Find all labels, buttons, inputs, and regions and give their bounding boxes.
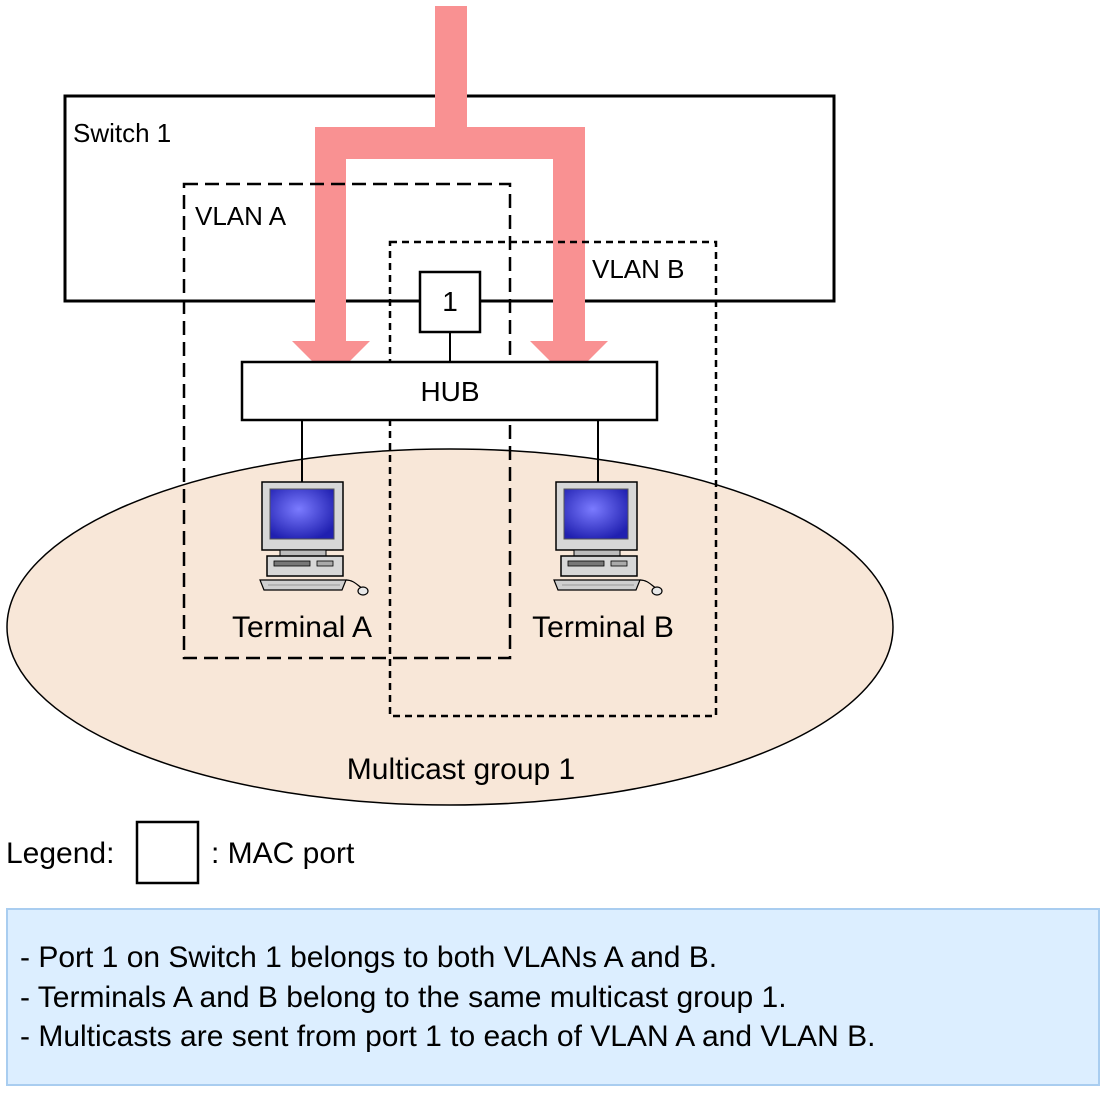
terminal-a-label: Terminal A [232, 611, 372, 644]
terminal-a-computer-icon [259, 481, 369, 596]
multicast-group-area [6, 448, 894, 806]
terminal-b-label: Terminal B [532, 611, 674, 644]
switch-label: Switch 1 [73, 118, 171, 148]
terminal-b-computer-icon [553, 481, 663, 596]
multicast-flow-arrow [292, 6, 608, 380]
multicast-group-label: Multicast group 1 [347, 753, 575, 786]
notes-panel: - Port 1 on Switch 1 belongs to both VLA… [6, 908, 1100, 1086]
vlan-b-label: VLAN B [592, 254, 685, 284]
vlan-a-label: VLAN A [195, 201, 287, 231]
vlan-b-box [388, 240, 718, 718]
note-line: - Multicasts are sent from port 1 to eac… [20, 1020, 876, 1053]
vlan-multicast-diagram: Switch 1 VLAN A VLAN B 1 HUB Terminal A [6, 6, 894, 885]
hub-label: HUB [420, 376, 479, 407]
mac-port-1 [418, 270, 482, 334]
port-label: 1 [442, 286, 458, 317]
note-line: - Terminals A and B belong to the same m… [20, 980, 787, 1014]
legend-text: : MAC port [211, 837, 355, 870]
note-line: - Port 1 on Switch 1 belongs to both VLA… [20, 941, 718, 974]
hub-box [240, 360, 659, 422]
legend-mac-port-symbol [135, 820, 200, 885]
legend-prefix: Legend: [6, 837, 114, 870]
